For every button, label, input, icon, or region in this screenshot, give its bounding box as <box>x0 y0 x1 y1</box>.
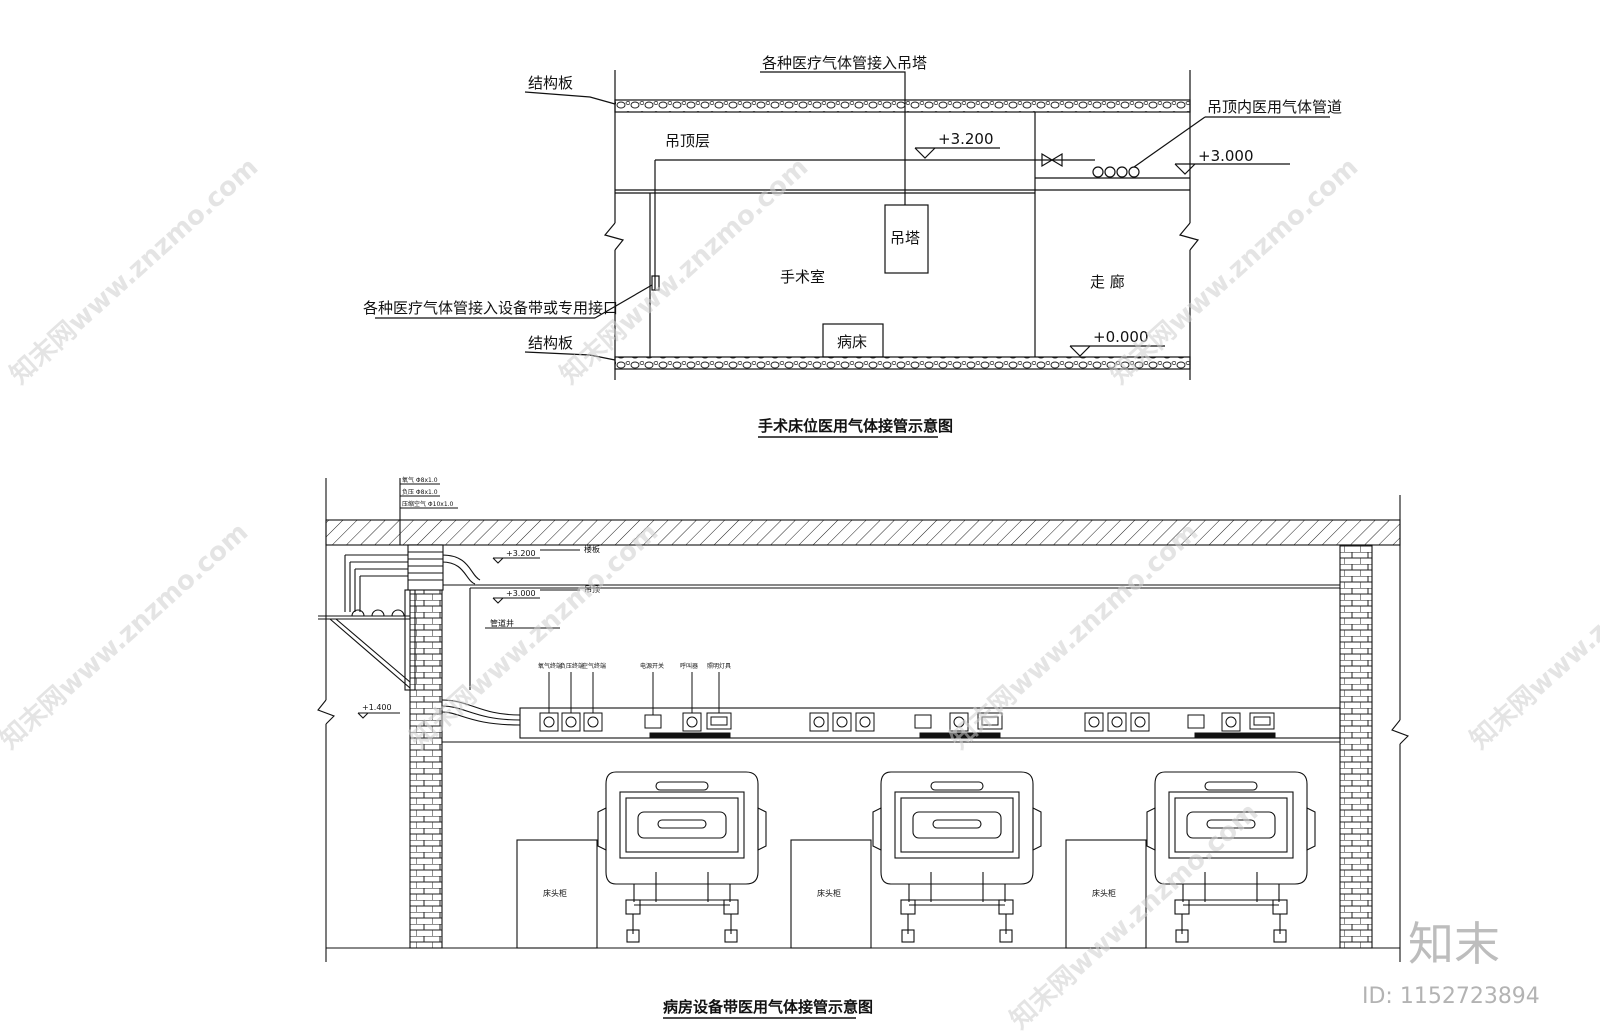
label-floor-slab: 楼板 <box>584 544 600 554</box>
brand-id: ID: 1152723894 <box>1362 984 1540 1009</box>
label-elev-3200: +3.200 <box>938 130 994 148</box>
pipe-spec-2: 负压 Φ8x1.0 <box>402 488 438 496</box>
label-gas-to-pendant: 各种医疗气体管接入吊塔 <box>762 54 927 72</box>
cabinet-3 <box>1065 839 1147 949</box>
equipment-band <box>519 707 1341 739</box>
pendant <box>884 204 929 274</box>
upper-slab <box>614 99 1191 113</box>
pipe-spec-1: 氧气 Φ8x1.0 <box>402 476 438 484</box>
bottom-diagram-title: 病房设备带医用气体接管示意图 <box>663 998 873 1016</box>
cabinet-2-label: 床头柜 <box>817 888 841 898</box>
cabinet-1-label: 床头柜 <box>543 888 567 898</box>
band-terminals <box>539 672 1276 738</box>
cabinet-2 <box>790 839 872 949</box>
label-ceiling: 吊顶 <box>584 585 600 594</box>
band-item-6: 照明灯具 <box>707 662 731 670</box>
label-ceiling-layer: 吊顶层 <box>665 132 710 150</box>
label-pendant: 吊塔 <box>890 229 920 247</box>
pipe-spec-3: 压缩空气 Φ10x1.0 <box>402 500 454 508</box>
brick-column-right <box>1339 544 1373 949</box>
lower-slab <box>614 356 1191 370</box>
label-b-elev-3200: +3.200 <box>506 549 536 558</box>
band-item-2: 负压终端 <box>560 662 584 670</box>
brand: 知末 ID: 1152723894 <box>1362 917 1540 1009</box>
bedside-cabinets <box>516 839 1147 949</box>
watermark-7: 知末网www.znzmo.com <box>1465 517 1600 755</box>
label-elev-3000: +3.000 <box>1198 147 1254 165</box>
label-gas-to-band: 各种医疗气体管接入设备带或专用接口 <box>363 299 618 317</box>
cabinet-3-label: 床头柜 <box>1092 888 1116 898</box>
label-bed: 病床 <box>837 333 867 351</box>
label-corridor: 走 廊 <box>1090 273 1125 291</box>
band-item-3: 空气终端 <box>582 662 606 670</box>
watermark-2: 知末网www.znzmo.com <box>555 152 815 390</box>
top-diagram <box>375 70 1330 380</box>
bottom-diagram <box>317 478 1409 962</box>
label-b-elev-1400: +1.400 <box>362 703 392 712</box>
watermark-4: 知末网www.znzmo.com <box>0 517 254 755</box>
label-or-room: 手术室 <box>780 268 825 286</box>
watermark-6: 知末网www.znzmo.com <box>945 517 1205 755</box>
bed <box>822 323 884 358</box>
label-elev-0000: +0.000 <box>1093 328 1149 346</box>
label-ceiling-pipe: 吊顶内医用气体管道 <box>1207 98 1342 116</box>
label-slab-lower: 结构板 <box>528 334 573 352</box>
top-diagram-title: 手术床位医用气体接管示意图 <box>758 417 953 435</box>
floor-slab <box>325 519 1401 546</box>
ward-bed-3 <box>1146 771 1316 943</box>
bottom-diagram-labels: 氧气 Φ8x1.0 负压 Φ8x1.0 压缩空气 Φ10x1.0 +3.200 … <box>362 476 1116 1019</box>
watermark-1: 知末网www.znzmo.com <box>5 152 265 390</box>
ward-beds <box>597 771 1316 943</box>
label-b-elev-3000: +3.000 <box>506 589 536 598</box>
top-diagram-labels: 各种医疗气体管接入吊塔 结构板 吊顶层 吊顶内医用气体管道 +3.200 +3.… <box>363 54 1342 438</box>
band-item-5: 呼叫器 <box>680 662 698 670</box>
ward-bed-2 <box>872 771 1042 943</box>
brand-logo: 知末 <box>1408 917 1500 971</box>
watermark-3: 知末网www.znzmo.com <box>1105 152 1365 390</box>
band-item-4: 电源开关 <box>640 662 664 670</box>
watermark-8: 知末网www.znzmo.com <box>1005 797 1265 1035</box>
cabinet-1 <box>516 839 598 949</box>
ward-bed-1 <box>597 771 767 943</box>
label-slab-upper: 结构板 <box>528 74 573 92</box>
label-pipe-well: 管道井 <box>490 618 514 628</box>
band-item-1: 氧气终端 <box>538 662 562 670</box>
